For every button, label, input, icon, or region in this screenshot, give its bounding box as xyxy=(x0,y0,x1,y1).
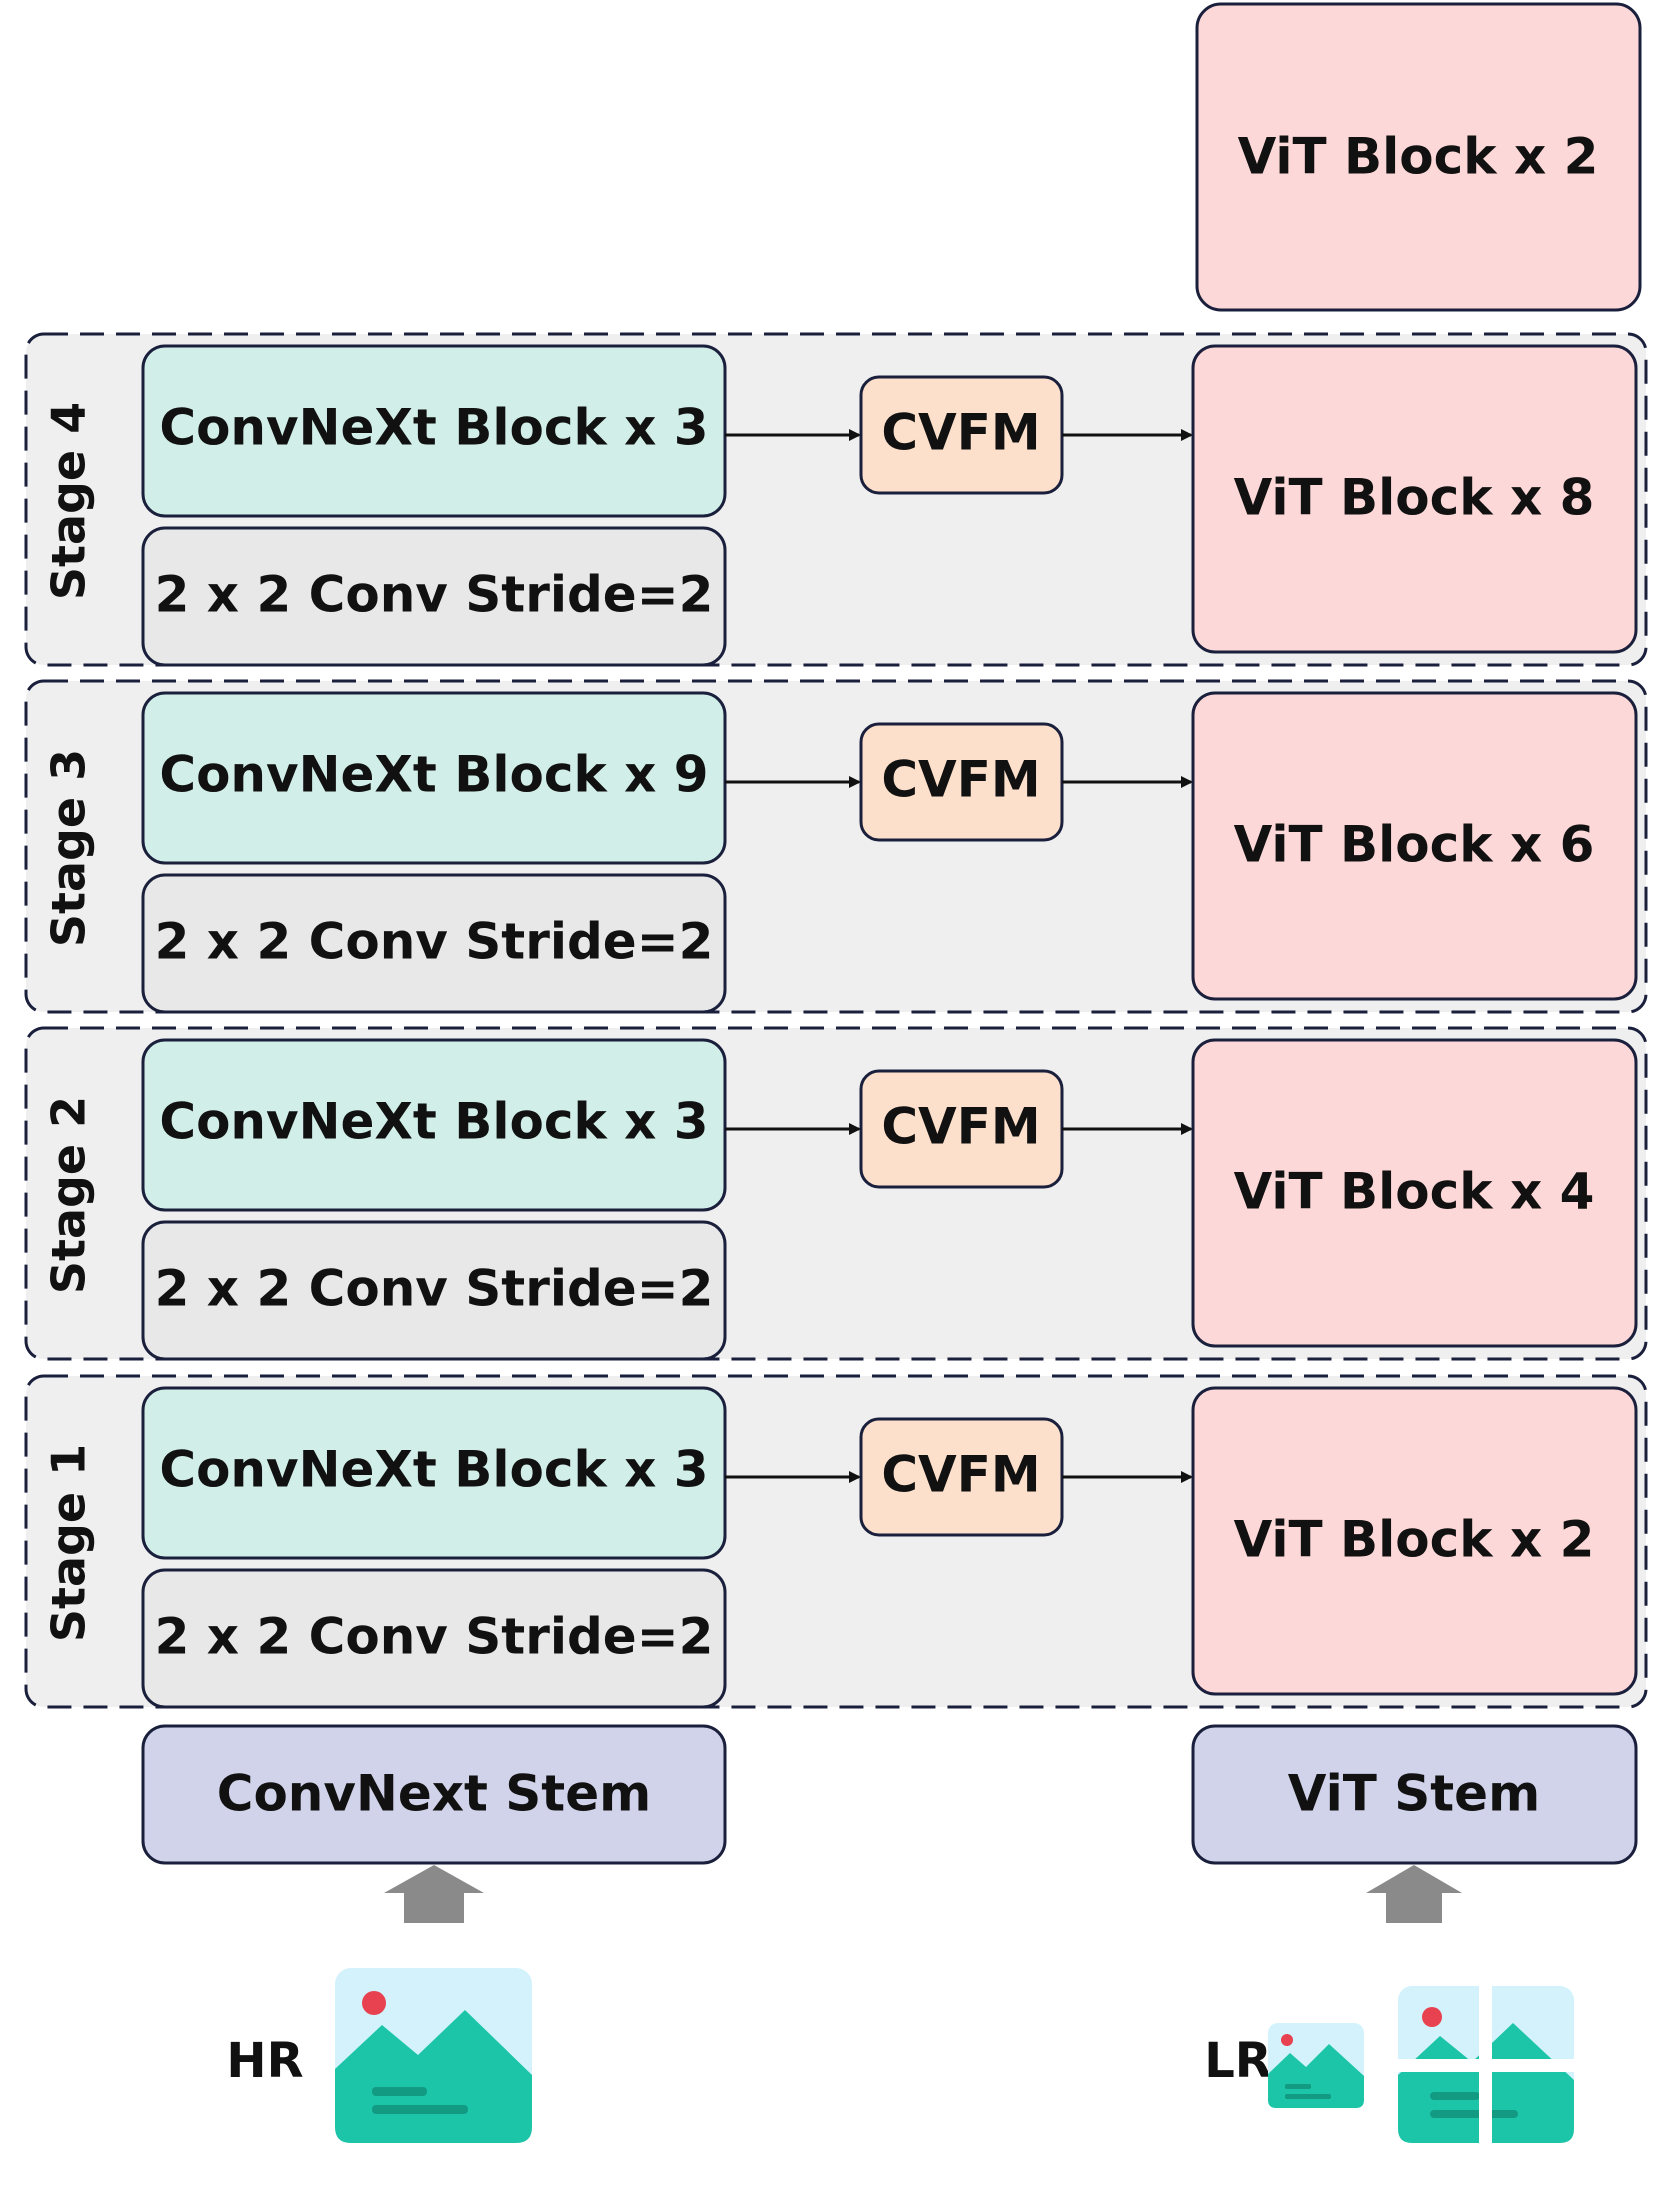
vit-block xyxy=(1191,1038,1638,1348)
vit-block-label: ViT Block x 4 xyxy=(1234,1163,1595,1221)
conv-downsample xyxy=(141,526,727,667)
lr-image-icon xyxy=(1268,2023,1364,2108)
vit-block-label: ViT Block x 2 xyxy=(1234,1511,1595,1569)
convnext-block-label: ConvNeXt Block x 3 xyxy=(159,1441,708,1499)
stage-label: Stage 4 xyxy=(42,402,96,600)
stage-4-group: Stage 4 ConvNeXt Block x 3 2 x 2 Conv Stri… xyxy=(24,332,1648,667)
vit-block xyxy=(1191,691,1638,1001)
convnext-block-label: ConvNeXt Block x 9 xyxy=(159,746,708,804)
stage-3-group: Stage 3 ConvNeXt Block x 9 2 x 2 Conv Stri… xyxy=(24,679,1648,1014)
lr-label: LR xyxy=(1204,2033,1272,2089)
cvfm-label: CVFM xyxy=(881,1446,1040,1504)
vit-block-label: ViT Block x 8 xyxy=(1234,469,1595,527)
vit-stem-label: ViT Stem xyxy=(1288,1765,1540,1823)
convnext-stem-label: ConvNext Stem xyxy=(217,1765,651,1823)
vit-block-label: ViT Block x 6 xyxy=(1234,816,1595,874)
cvfm-label: CVFM xyxy=(881,404,1040,462)
convnext-block xyxy=(141,1386,727,1560)
lr-up-arrow xyxy=(1366,1865,1462,1923)
stages: Stage 4 ConvNeXt Block x 3 2 x 2 Conv Stri… xyxy=(24,332,1648,1709)
vit-block xyxy=(1191,344,1638,654)
stage-label: Stage 3 xyxy=(42,749,96,947)
hr-image-icon xyxy=(335,1968,532,2143)
convnext-block-label: ConvNeXt Block x 3 xyxy=(159,399,708,457)
stage-label: Stage 2 xyxy=(42,1096,96,1294)
vit-stem: ViT Stem xyxy=(1191,1724,1638,1865)
stage-2-group: Stage 2 ConvNeXt Block x 3 2 x 2 Conv Stri… xyxy=(24,1026,1648,1361)
convnext-block-label: ConvNeXt Block x 3 xyxy=(159,1093,708,1151)
lr-patches-icon xyxy=(1394,1982,1578,2147)
hr-label: HR xyxy=(226,2033,303,2089)
conv-downsample xyxy=(141,1220,727,1361)
conv-downsample-label: 2 x 2 Conv Stride=2 xyxy=(155,913,714,971)
hr-up-arrow xyxy=(384,1865,484,1923)
stage-label: Stage 1 xyxy=(42,1444,96,1642)
convnext-block xyxy=(141,344,727,518)
conv-downsample-label: 2 x 2 Conv Stride=2 xyxy=(155,1260,714,1318)
stage-1-group: Stage 1 ConvNeXt Block x 3 2 x 2 Conv Stri… xyxy=(24,1374,1648,1709)
convnext-block xyxy=(141,691,727,865)
vit-block xyxy=(1191,1386,1638,1696)
cvfm-label: CVFM xyxy=(881,751,1040,809)
conv-downsample xyxy=(141,873,727,1014)
conv-downsample xyxy=(141,1568,727,1709)
top-vit-label: ViT Block x 2 xyxy=(1238,128,1599,186)
conv-downsample-label: 2 x 2 Conv Stride=2 xyxy=(155,1608,714,1666)
convnext-block xyxy=(141,1038,727,1212)
conv-downsample-label: 2 x 2 Conv Stride=2 xyxy=(155,566,714,624)
convnext-stem: ConvNext Stem xyxy=(141,1724,727,1865)
cvfm-label: CVFM xyxy=(881,1098,1040,1156)
top-vit-block: ViT Block x 2 xyxy=(1195,2,1642,312)
